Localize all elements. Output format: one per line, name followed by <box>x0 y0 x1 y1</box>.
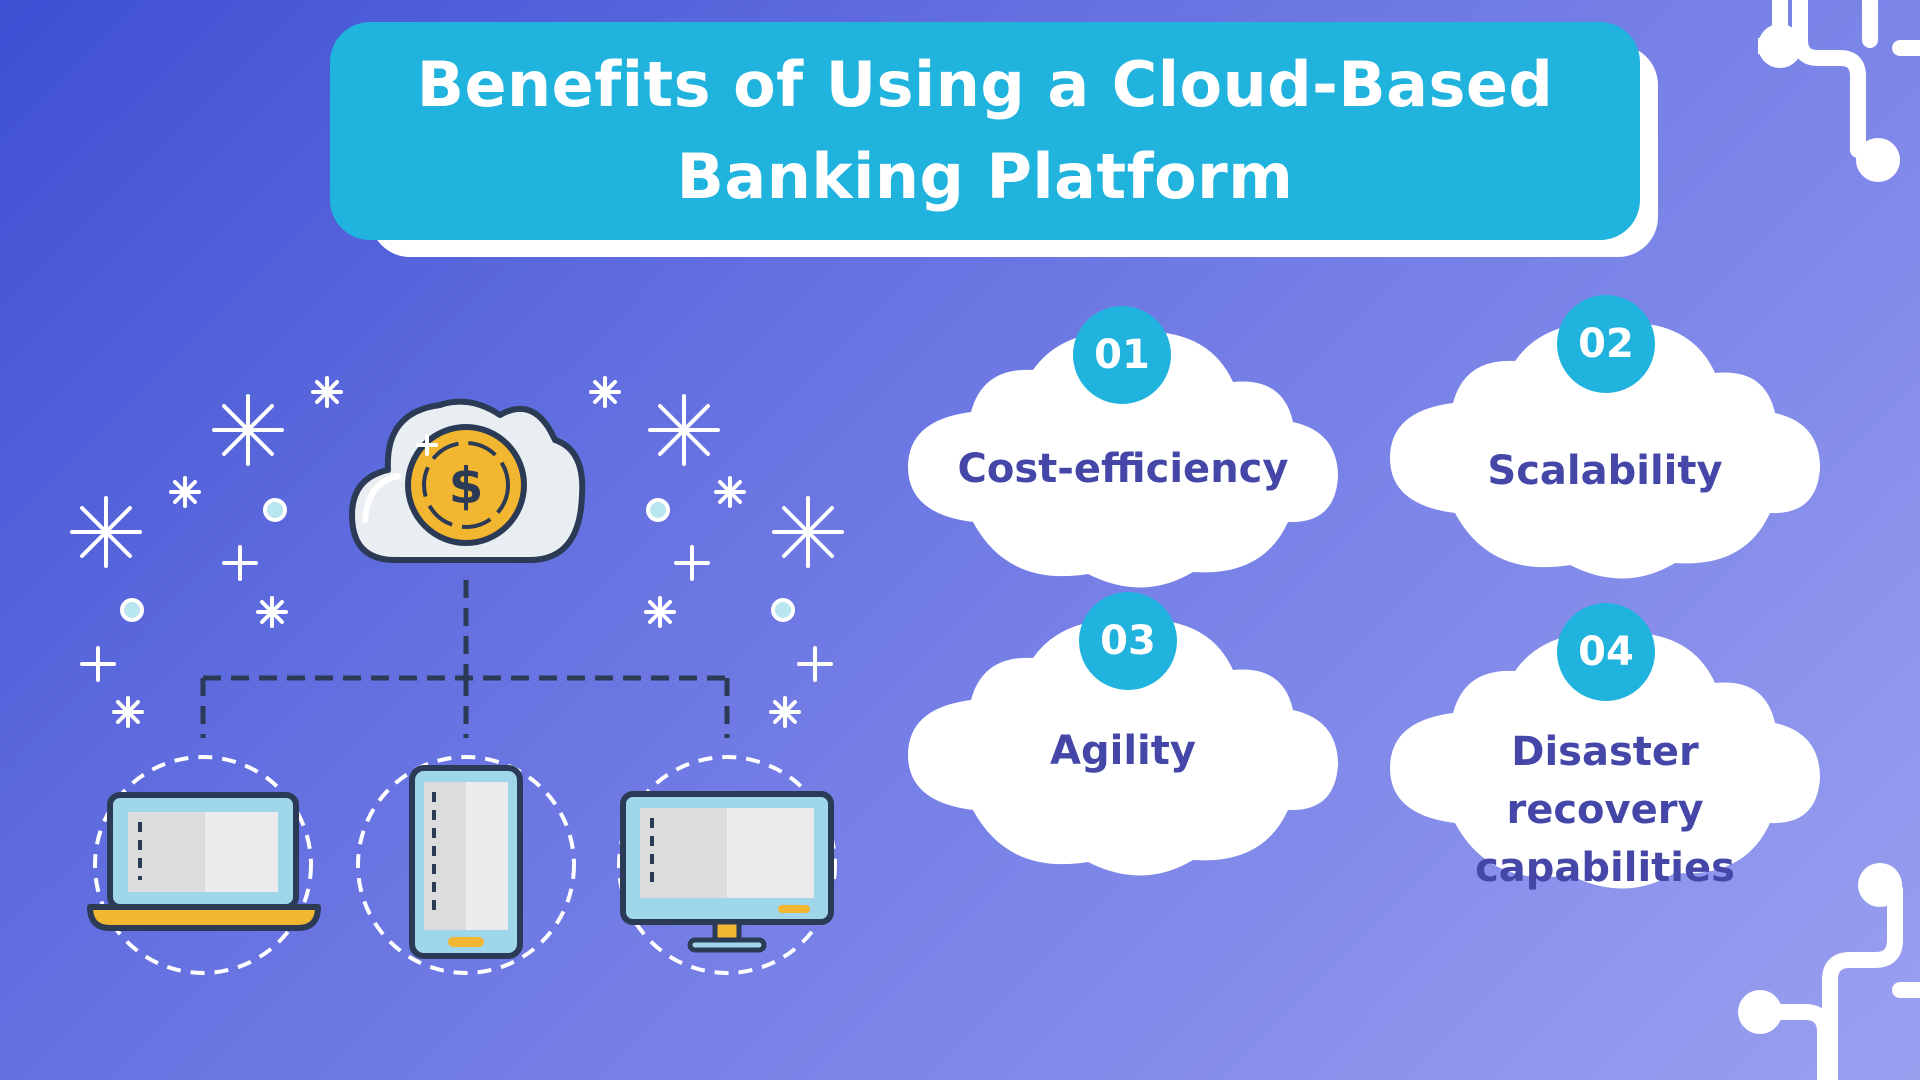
dot-decor-group <box>120 498 795 622</box>
circuit-dots-bottom-right <box>1738 863 1902 1034</box>
asterisk-icon <box>644 596 676 628</box>
sparkle-star-icon <box>648 394 720 466</box>
asterisk-icon <box>169 476 201 508</box>
asterisk-icon <box>311 376 343 408</box>
benefit-label: Cost-efficiency <box>957 446 1289 492</box>
circuit-dots-top-right <box>1758 24 1900 182</box>
plus-icon <box>80 646 116 682</box>
laptop-icon <box>87 792 321 931</box>
cloud-shape <box>908 619 1338 876</box>
circuit-icon-top-right <box>1757 0 1920 158</box>
sparkle-star-icon <box>212 394 284 466</box>
circuit-icon-bottom-right <box>1757 882 1920 1080</box>
benefit-label: Agility <box>1050 728 1196 774</box>
asterisk-icon <box>589 376 621 408</box>
page-title-line-2: Banking Platform <box>676 140 1294 213</box>
benefit-number-badge: 03 <box>1079 592 1177 690</box>
benefit-number-badge: 04 <box>1557 603 1655 701</box>
asterisk-icon <box>714 476 746 508</box>
asterisk-icon <box>112 696 144 728</box>
plus-icon <box>222 545 258 581</box>
benefit-card-04: 04 Disaster recovery capabilities <box>1385 603 1825 903</box>
asterisk-icon <box>769 696 801 728</box>
benefit-label: Disaster recovery capabilities <box>1475 729 1735 891</box>
plus-icon <box>797 646 833 682</box>
page-title-line-1: Benefits of Using a Cloud-Based <box>416 48 1554 121</box>
title-banner: Benefits of Using a Cloud-Based Banking … <box>330 22 1640 240</box>
monitor-icon <box>620 791 834 953</box>
cloud-shape <box>1390 322 1820 579</box>
device-dashed-rings <box>93 755 837 975</box>
sparkle-star-icon <box>70 496 142 568</box>
svg-text:$: $ <box>449 457 484 515</box>
phone-icon <box>409 765 523 959</box>
benefit-card-02: 02 Scalability <box>1385 293 1825 593</box>
asterisk-icon <box>256 596 288 628</box>
plus-icon <box>674 545 710 581</box>
cloud-dollar-icon: $ <box>349 398 586 563</box>
network-connector-lines <box>200 580 730 738</box>
benefit-number-badge: 01 <box>1073 306 1171 404</box>
benefit-card-03: 03 Agility <box>903 590 1343 890</box>
benefit-number-badge: 02 <box>1557 295 1655 393</box>
benefit-label: Scalability <box>1487 448 1723 494</box>
cloud-shape <box>1390 632 1820 889</box>
sparkle-decor-group <box>70 376 844 728</box>
cloud-shape <box>908 331 1338 588</box>
sparkle-star-icon <box>772 496 844 568</box>
benefit-card-01: 01 Cost-efficiency <box>903 302 1343 602</box>
